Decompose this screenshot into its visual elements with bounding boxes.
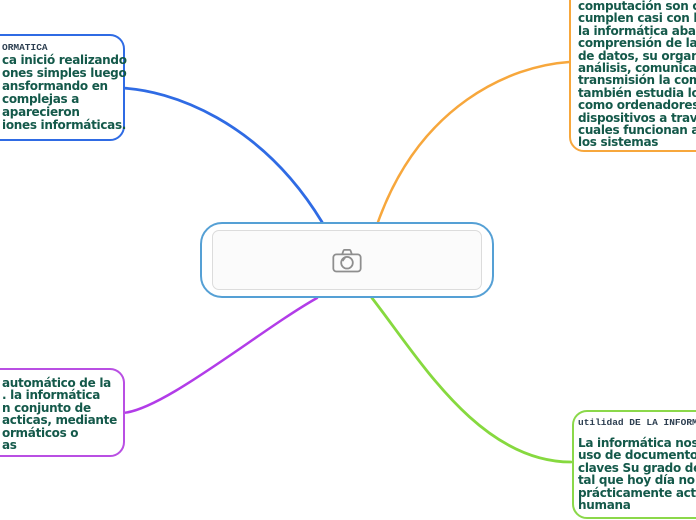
node-line: transmisión la comp — [578, 73, 696, 88]
node-line: ansformando en — [2, 79, 108, 93]
node-line: ones simples luego — [2, 66, 127, 80]
node-line: as — [2, 438, 17, 453]
branch-bottom-right — [370, 296, 573, 464]
node-line: ormáticos o — [2, 425, 79, 440]
node-line: también estudia los — [578, 85, 696, 100]
node-line: los sistemas — [578, 135, 659, 150]
node-line: complejas a — [2, 92, 80, 106]
node-top-right[interactable] — [569, 0, 696, 152]
center-node[interactable] — [200, 222, 494, 298]
node-line: tal que hoy día no h — [578, 473, 696, 488]
node-line: . la informática — [2, 388, 101, 403]
branch-bottom-left — [119, 296, 319, 415]
node-bottom-left[interactable] — [0, 368, 125, 457]
node-line: computación son cie — [578, 0, 696, 13]
image-placeholder[interactable] — [212, 230, 482, 290]
node-bottom-right[interactable] — [572, 410, 696, 519]
node-line: uso de documentos — [578, 448, 696, 463]
node-top-left-text: ca inició realizando ones simples luego … — [2, 54, 127, 132]
node-bottom-left-text: automático de la . la informática n conj… — [2, 376, 117, 453]
node-line: automático de la — [2, 376, 111, 390]
branch-top-right — [376, 60, 571, 224]
node-line: aparecieron — [2, 105, 80, 119]
node-line: humana — [578, 498, 631, 513]
node-line: La informática nos f — [578, 436, 696, 450]
node-line: de datos, su organiz — [578, 48, 696, 63]
node-line: n conjunto de — [2, 400, 91, 415]
node-line: la informática abarc — [578, 23, 696, 38]
node-line: dispositivos a través — [578, 110, 696, 125]
node-bottom-right-text: La informática nos f uso de documentos c… — [578, 436, 696, 513]
node-line: análisis, comunicaci — [578, 61, 696, 76]
node-line: ca inició realizando — [2, 53, 127, 67]
node-line: claves Su grado de — [578, 460, 696, 475]
branch-top-left — [119, 86, 324, 224]
node-top-left[interactable] — [0, 34, 125, 141]
node-line: comprensión de la c — [578, 36, 696, 51]
node-line: como ordenadores c — [578, 98, 696, 113]
node-line: iones informáticas. — [2, 118, 127, 132]
node-top-right-text: computación son cie cumplen casi con las… — [578, 0, 696, 149]
camera-icon — [332, 248, 362, 272]
node-top-left-label: ORMATICA — [2, 42, 48, 53]
node-line: cumplen casi con las — [578, 11, 696, 26]
node-line: cuales funcionan alg — [578, 123, 696, 138]
node-bottom-right-label: utilidad DE LA INFORMA — [578, 417, 696, 428]
node-line: acticas, mediante — [2, 413, 117, 428]
node-line: prácticamente activ — [578, 485, 696, 500]
